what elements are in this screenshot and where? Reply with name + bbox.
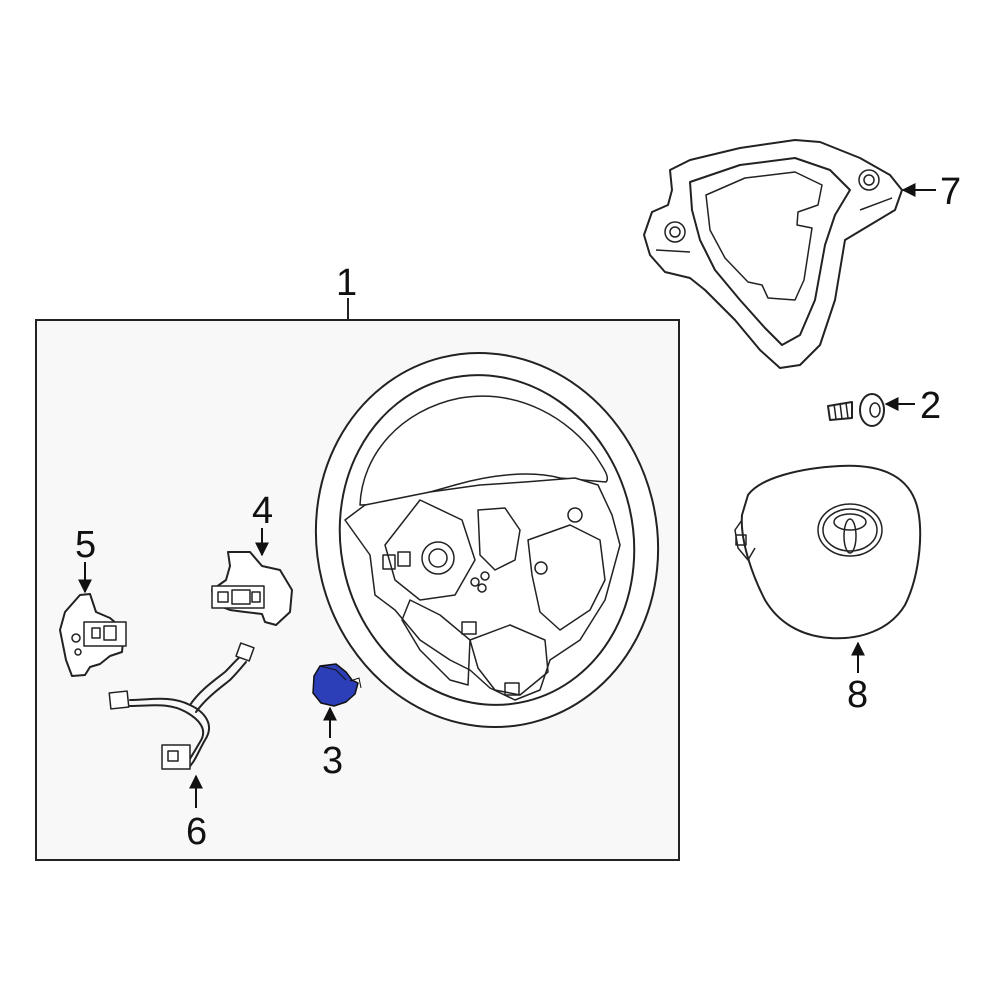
part-6-wire-harness[interactable] xyxy=(108,642,255,770)
callout-7: 7 xyxy=(940,171,961,213)
callout-5: 5 xyxy=(75,524,96,566)
part-2-bolt[interactable] xyxy=(827,393,885,427)
callout-4: 4 xyxy=(252,490,273,532)
callout-1: 1 xyxy=(336,262,357,304)
brand-emblem xyxy=(817,503,883,557)
part-5-switch[interactable] xyxy=(59,593,127,677)
callout-8: 8 xyxy=(847,674,868,716)
part-7-cover[interactable] xyxy=(643,139,903,369)
steering-wheel xyxy=(314,352,660,728)
callout-2: 2 xyxy=(920,385,941,427)
part-8-airbag[interactable] xyxy=(734,464,922,640)
part-3-highlighted-switch[interactable] xyxy=(312,663,362,707)
callout-6: 6 xyxy=(186,811,207,853)
callout-3: 3 xyxy=(322,740,343,782)
part-4-switch[interactable] xyxy=(211,551,293,626)
